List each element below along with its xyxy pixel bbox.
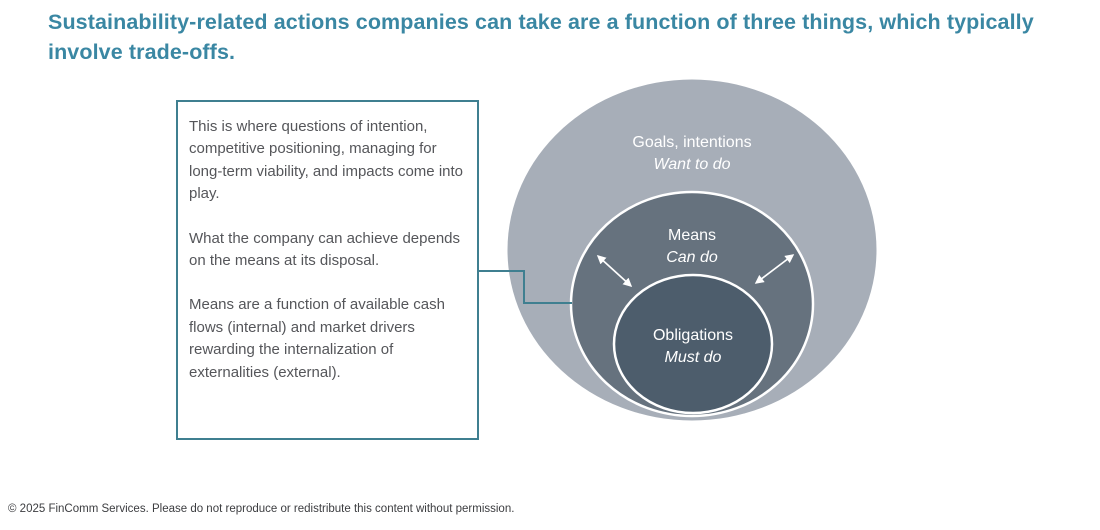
copyright-footer: © 2025 FinComm Services. Please do not r… xyxy=(8,503,515,515)
callout-paragraph-3: Means are a function of available cash f… xyxy=(189,296,445,381)
ring-obligations-label: Obligations xyxy=(653,327,733,344)
ring-obligations xyxy=(612,273,774,415)
ring-goals-label: Goals, intentions xyxy=(632,134,751,151)
ring-means-sublabel: Can do xyxy=(666,249,718,266)
callout-box: This is where questions of intention, co… xyxy=(176,100,479,440)
callout-paragraph-2: What the company can achieve depends on … xyxy=(189,229,461,270)
callout-paragraph-1: This is where questions of intention, co… xyxy=(189,118,463,203)
page-title: Sustainability-related actions companies… xyxy=(48,10,1034,64)
tradeoff-arrow-right xyxy=(754,254,795,284)
ring-goals-sublabel: Want to do xyxy=(653,156,730,173)
tradeoff-arrow-left xyxy=(596,254,633,288)
ring-means-label: Means xyxy=(668,227,716,244)
callout-connector-line xyxy=(479,270,572,304)
ring-obligations-sublabel: Must do xyxy=(665,349,722,366)
